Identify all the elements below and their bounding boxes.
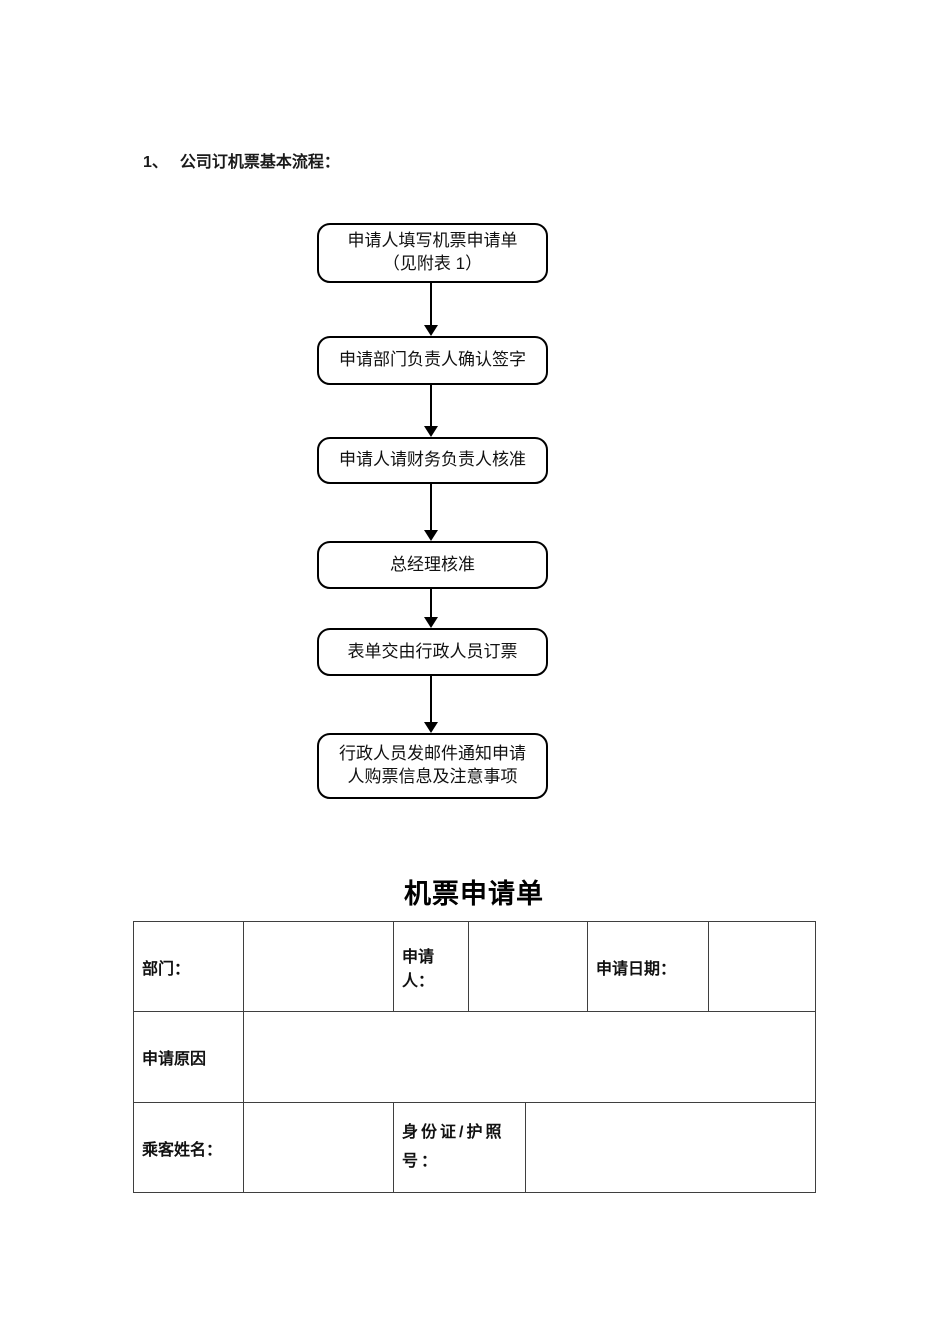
apply-date-label: 申请日期： [587, 921, 709, 1012]
passenger-name-value-cell[interactable] [243, 1102, 394, 1193]
down-arrow-icon [423, 283, 439, 336]
flow-step-label: 人购票信息及注意事项 [347, 767, 518, 786]
table-row-header-info: 部门： 申请人： 申请日期： [133, 921, 816, 1012]
down-arrow-icon [423, 385, 439, 437]
flow-step-finance-approve: 申请人请财务负责人核准 [317, 437, 548, 484]
id-passport-value-cell[interactable] [525, 1102, 816, 1193]
flow-step-label: 申请人请财务负责人核准 [339, 450, 526, 470]
department-value-cell[interactable] [243, 921, 394, 1012]
table-row-passenger: 乘客姓名： 身份证/护照号： [133, 1102, 816, 1193]
passenger-name-label: 乘客姓名： [133, 1102, 244, 1193]
flow-step-fill-application: 申请人填写机票申请单 （见附表 1） [317, 223, 548, 283]
down-arrow-icon [423, 589, 439, 628]
flow-step-admin-book: 表单交由行政人员订票 [317, 628, 548, 676]
applicant-value-cell[interactable] [468, 921, 588, 1012]
flow-step-label: 行政人员发邮件通知申请 [339, 744, 526, 764]
section-heading-text: 公司订机票基本流程： [179, 154, 340, 171]
flow-step-label: 表单交由行政人员订票 [347, 641, 518, 661]
flow-step-label: （见附表 1） [382, 254, 483, 273]
apply-date-value-cell[interactable] [708, 921, 816, 1012]
form-title: 机票申请单 [404, 879, 544, 909]
section-heading: 1、公司订机票基本流程： [143, 148, 340, 172]
applicant-label: 申请人： [393, 921, 469, 1012]
flow-step-gm-approve: 总经理核准 [317, 541, 548, 589]
reason-value-cell[interactable] [243, 1011, 816, 1103]
down-arrow-icon [423, 676, 439, 733]
reason-label: 申请原因 [133, 1011, 244, 1103]
flow-step-email-notify: 行政人员发邮件通知申请 人购票信息及注意事项 [317, 733, 548, 799]
flow-step-label: 申请人填写机票申请单 [347, 231, 518, 251]
flow-step-label: 申请部门负责人确认签字 [339, 350, 526, 370]
department-label: 部门： [133, 921, 244, 1012]
table-row-reason: 申请原因 [133, 1011, 816, 1103]
section-number: 1、 [143, 154, 168, 171]
flow-step-dept-head-sign: 申请部门负责人确认签字 [317, 336, 548, 385]
down-arrow-icon [423, 484, 439, 541]
id-passport-label: 身份证/护照号： [393, 1102, 526, 1193]
application-table: 部门： 申请人： 申请日期： 申请原因 乘客姓名： 身份证/护照号： [133, 921, 816, 1193]
flow-step-label: 总经理核准 [390, 554, 475, 574]
